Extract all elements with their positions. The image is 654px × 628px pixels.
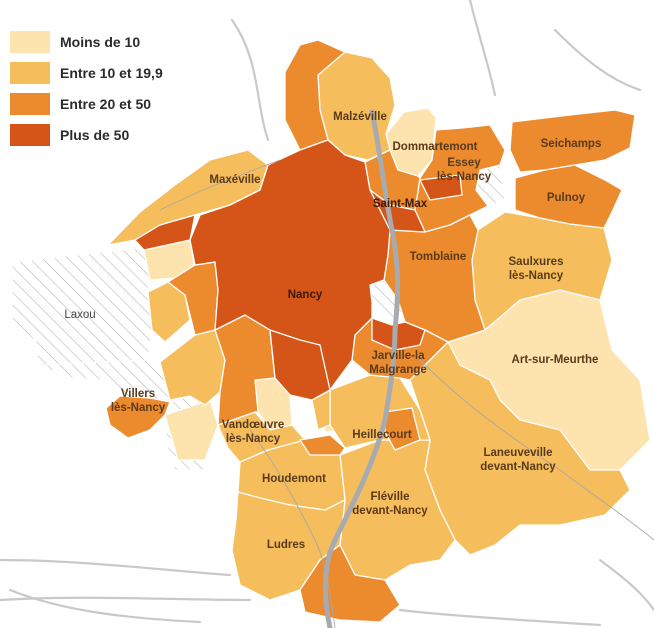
zone-north-malzeville (284, 39, 346, 151)
label-fleville-line2: devant-Nancy (352, 505, 428, 517)
legend-label: Plus de 50 (60, 126, 130, 143)
label-jarville-line2: Malgrange (369, 364, 427, 376)
zone-essey-red (419, 174, 463, 201)
label-malzeville: Malzéville (333, 111, 387, 123)
zone-seichamps (509, 109, 636, 173)
legend-item: Plus de 50 (10, 119, 163, 150)
legend-item: Entre 10 et 19,9 (10, 57, 163, 88)
zone-maxeville-red (134, 214, 196, 251)
label-saulxures-line1: Saulxures (509, 256, 564, 268)
label-pulnoy: Pulnoy (547, 192, 586, 204)
label-essey-line2: lès-Nancy (437, 171, 492, 183)
label-art-sur-meurthe: Art-sur-Meurthe (512, 354, 599, 366)
label-essey-line1: Essey (447, 157, 481, 169)
label-laneuveville-line2: devant-Nancy (480, 461, 556, 473)
label-laxou: Laxou (64, 309, 95, 321)
label-houdemont: Houdemont (262, 473, 326, 485)
label-jarville-line1: Jarville-la (371, 350, 425, 362)
legend-label: Entre 10 et 19,9 (60, 64, 163, 81)
legend-item: Entre 20 et 50 (10, 88, 163, 119)
class-entre-10-et-19-9 (107, 51, 631, 601)
legend-label: Entre 20 et 50 (60, 95, 152, 112)
label-vandoeuvre-line2: lès-Nancy (226, 433, 281, 445)
zone-houdemont-patch (299, 434, 346, 456)
label-maxeville: Maxéville (209, 174, 260, 186)
zone-villers (105, 395, 171, 439)
legend-swatch (10, 92, 50, 115)
label-saulxures-line2: lès-Nancy (509, 270, 564, 282)
label-villers-line2: lès-Nancy (111, 402, 166, 414)
legend: Moins de 10 Entre 10 et 19,9 Entre 20 et… (10, 26, 163, 150)
label-seichamps: Seichamps (541, 138, 602, 150)
zone-tomblaine (383, 214, 486, 343)
zone-vandoeuvre-red (269, 329, 331, 401)
zone-pulnoy (514, 164, 623, 229)
legend-item: Moins de 10 (10, 26, 163, 57)
label-dommartemont: Dommartemont (393, 141, 478, 153)
label-tomblaine: Tomblaine (410, 251, 467, 263)
zone-laxou (11, 247, 153, 366)
legend-label: Moins de 10 (60, 33, 141, 50)
label-villers-line1: Villers (121, 388, 155, 400)
legend-swatch (10, 61, 50, 84)
label-laneuveville-line1: Laneuveville (483, 447, 552, 459)
class-plus-de-50 (134, 139, 463, 401)
zone-vandoeuvre-west (159, 329, 226, 406)
river-and-rails (159, 109, 654, 628)
label-saint-max: Saint-Max (373, 198, 428, 210)
label-ludres: Ludres (267, 539, 305, 551)
label-nancy: Nancy (288, 289, 323, 301)
label-fleville-line1: Fléville (371, 491, 410, 503)
label-heillecourt: Heillecourt (352, 429, 412, 441)
label-vandoeuvre-line1: Vandœuvre (222, 419, 285, 431)
legend-swatch (10, 30, 50, 53)
commune-labels: Malzéville Dommartemont Seichamps Maxévi… (64, 111, 601, 551)
legend-swatch (10, 123, 50, 146)
